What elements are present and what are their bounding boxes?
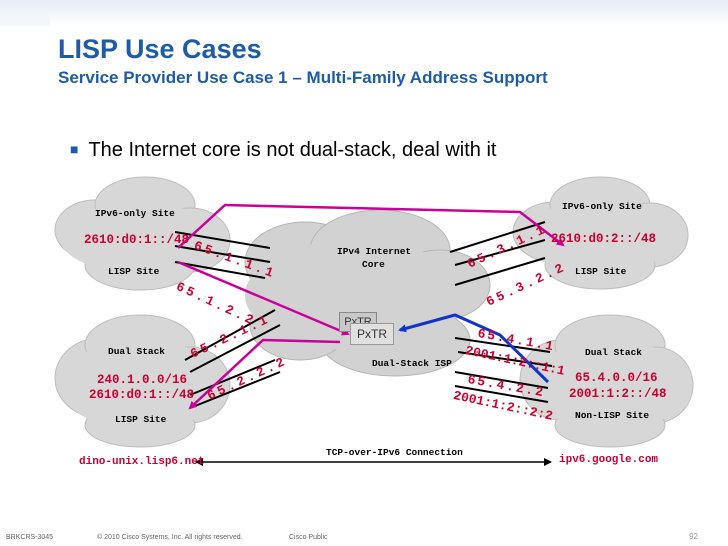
site-tr-title: IPv6-only Site: [562, 201, 642, 212]
footer-classification: Cisco Public: [289, 534, 328, 541]
cloud-top-right: [512, 176, 689, 290]
link-br-1: [454, 337, 551, 353]
site-bl-title: Dual Stack: [108, 346, 166, 357]
site-bl-type: LISP Site: [115, 414, 167, 425]
link-tl-2: [174, 245, 271, 263]
cloud-top-left: [54, 176, 231, 291]
path-tl-to-tr: [177, 203, 565, 249]
link-bl-1: [184, 309, 276, 361]
core-label-line2: Core: [362, 259, 385, 270]
link-br-4: [454, 385, 549, 403]
link-bl-3: [189, 359, 276, 396]
site-br-prefix-v4: 65.4.0.0/16: [575, 371, 658, 385]
bullet-square-icon: ■: [70, 141, 79, 157]
footer-copyright: © 2010 Cisco Systems, Inc. All rights re…: [97, 534, 243, 541]
site-tl-prefix: 2610:d0:1::/48: [84, 233, 190, 247]
site-tl-title: IPv6-only Site: [95, 208, 175, 219]
right-host: ipv6.google.com: [559, 454, 659, 466]
link-tl-3: [174, 261, 266, 279]
bullet-text: The Internet core is not dual-stack, dea…: [88, 139, 497, 161]
link-tr-1: [449, 221, 546, 253]
site-tr-type: LISP Site: [575, 266, 627, 277]
link-br-3: [454, 371, 549, 389]
core-label-line1: IPv4 Internet: [337, 246, 412, 257]
cloud-bottom-left: [54, 314, 231, 448]
site-tl-type: LISP Site: [108, 266, 160, 277]
link-tr-3: [454, 257, 546, 286]
slide-title: LISP Use Cases: [58, 34, 262, 64]
left-host: dino-unix.lisp6.net: [79, 456, 205, 468]
link-tr-2: [454, 239, 546, 266]
connection-label: TCP-over-IPv6 Connection: [326, 447, 463, 458]
path-br-to-pxtr: [398, 313, 550, 384]
site-tr-prefix: 2610:d0:2::/48: [551, 232, 657, 246]
site-bl-prefix-v6: 2610:d0:1::/48: [89, 388, 195, 402]
isp-label: Dual-Stack ISP: [372, 358, 452, 369]
site-br-type: Non-LISP Site: [575, 410, 650, 421]
path-tl-to-pxtr: [177, 260, 350, 336]
site-br-prefix-v6: 2001:1:2::/48: [569, 387, 667, 401]
page-number: 92: [689, 532, 698, 541]
site-br-title: Dual Stack: [585, 347, 643, 358]
slide-subtitle: Service Provider Use Case 1 – Multi-Fami…: [58, 68, 548, 87]
link-bl-2: [189, 324, 281, 373]
bullet-point: ■ The Internet core is not dual-stack, de…: [70, 139, 496, 162]
link-br-2: [457, 351, 553, 367]
link-bl-4: [189, 371, 281, 409]
path-pxtr-to-bl: [188, 338, 341, 410]
footer-code: BRKCRS-3045: [6, 534, 54, 541]
top-banner-accent: [0, 12, 50, 26]
site-bl-prefix-v4: 240.1.0.0/16: [97, 373, 188, 387]
pxtr-router: PxTR: [350, 323, 394, 345]
top-banner: [0, 0, 728, 26]
core-cloud: [244, 209, 491, 377]
